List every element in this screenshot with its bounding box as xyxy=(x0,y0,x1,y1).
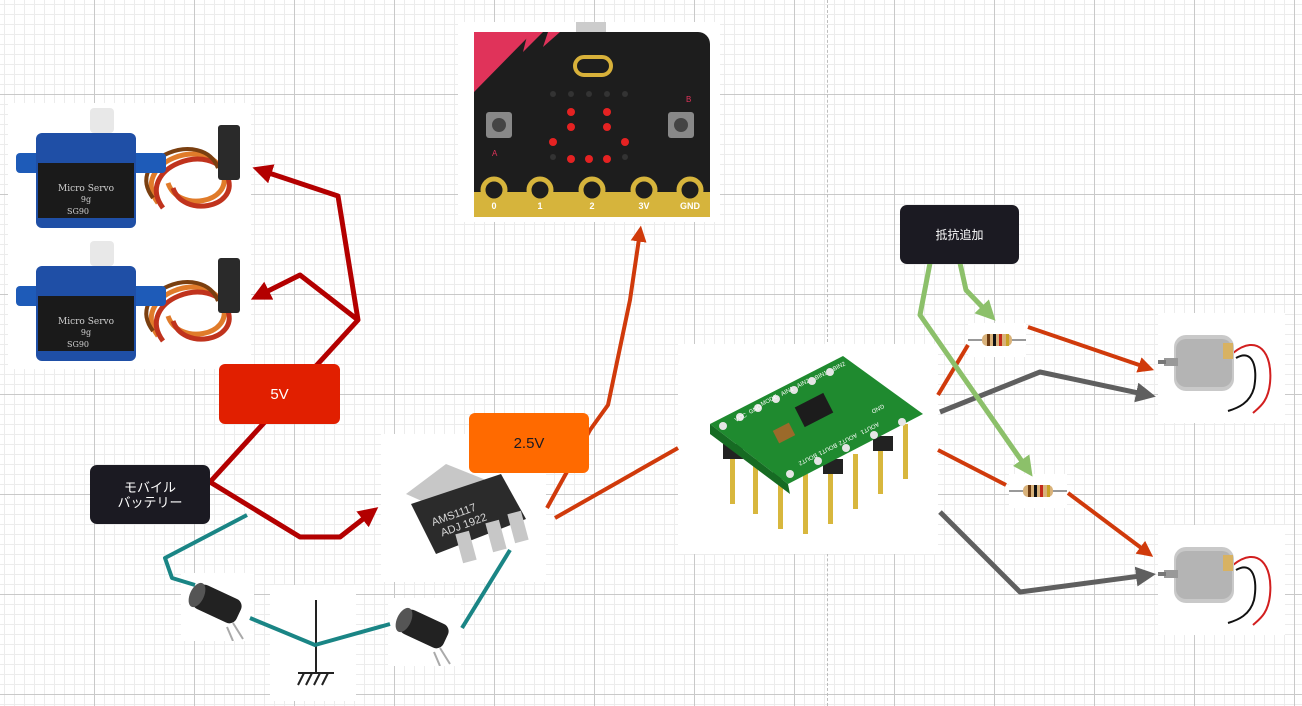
motor-driver-board[interactable]: VCC GND MODE AIN1 AIN2 BIN1 BIN2 GND AOU… xyxy=(678,344,938,554)
servo-2-image: Micro Servo 9g SG90 xyxy=(16,241,240,361)
label-resistor-note[interactable]: 抵抗追加 xyxy=(900,205,1019,264)
servo-motor-1[interactable]: Micro Servo 9g SG90 xyxy=(8,103,251,236)
label-5v[interactable]: 5V xyxy=(219,364,340,424)
dc-motor-2-image xyxy=(1158,547,1272,626)
voltage-regulator[interactable]: AMS1117 ADJ 1922 xyxy=(381,434,546,582)
wire-driver-motor-2 xyxy=(938,510,1156,595)
wire-power-servo-1 xyxy=(208,164,361,484)
dc-motor-1[interactable] xyxy=(1158,313,1285,423)
servo-motor-2[interactable]: Micro Servo 9g SG90 xyxy=(8,236,251,369)
wire-resistor-1-motor-1 xyxy=(1027,325,1155,373)
regulator-image: AMS1117 ADJ 1922 xyxy=(406,464,529,564)
wire-power-regulator xyxy=(208,479,379,540)
wire-ground-battery-capacitor xyxy=(163,513,248,587)
microbit-pin-1: 1 xyxy=(537,201,542,211)
label-mobile-battery-text: モバイル バッテリー xyxy=(117,479,183,510)
wire-driver-motor-1 xyxy=(939,369,1156,415)
servo-1-weight: 9g xyxy=(81,195,91,204)
wire-ground-capacitor-regulator xyxy=(460,548,512,630)
servo-2-weight: 9g xyxy=(81,328,91,337)
microbit-button-b-label: B xyxy=(686,95,691,104)
servo-1-image: Micro Servo 9g SG90 xyxy=(16,108,240,228)
driver-image: VCC GND MODE AIN1 AIN2 BIN1 BIN2 GND AOU… xyxy=(710,356,923,534)
wire-resistor-2-motor-2 xyxy=(1066,491,1154,557)
wire-power-servo-2 xyxy=(250,272,360,322)
capacitor-2-image xyxy=(395,607,451,667)
servo-1-model: SG90 xyxy=(67,207,89,216)
microbit-board[interactable]: A B 0 1 2 3V GND xyxy=(458,22,720,222)
wire-driver-resistor-1 xyxy=(936,343,970,397)
wire-driver-resistor-2 xyxy=(937,448,1007,487)
dc-motor-2[interactable] xyxy=(1158,525,1285,635)
resistor-1[interactable] xyxy=(968,323,1026,357)
resistor-2-image xyxy=(1009,485,1067,497)
driver-pin-bin2: BIN2 xyxy=(832,361,847,373)
microbit-pin-gnd: GND xyxy=(680,201,701,211)
driver-pin-gnd-left: GND xyxy=(748,404,763,416)
wire-regulator-driver xyxy=(554,446,679,520)
capacitor-1[interactable] xyxy=(181,573,254,642)
capacitor-2[interactable] xyxy=(388,598,461,667)
wire-ground-capacitor-ground xyxy=(249,616,391,647)
dc-motor-1-image xyxy=(1158,335,1272,414)
microbit-button-a-label: A xyxy=(492,149,498,158)
microbit-image: A B 0 1 2 3V GND xyxy=(474,22,710,217)
resistor-1-image xyxy=(968,334,1026,346)
driver-pin-ain2: AIN2 xyxy=(796,378,811,390)
ground-icon xyxy=(297,600,334,686)
label-resistor-note-text: 抵抗追加 xyxy=(935,228,984,242)
microbit-pin-0: 0 xyxy=(491,201,496,211)
resistor-2[interactable] xyxy=(1009,474,1067,508)
wire-note-resistor-1 xyxy=(957,262,996,321)
wire-note-resistor-2 xyxy=(917,262,1033,477)
label-2-5v-text: 2.5V xyxy=(513,434,545,452)
driver-pin-bin1: BIN1 xyxy=(814,370,829,382)
servo-2-model: SG90 xyxy=(67,340,89,349)
label-2-5v[interactable]: 2.5V xyxy=(469,413,589,473)
driver-pin-gnd-right: GND xyxy=(870,402,885,414)
servo-2-brand: Micro Servo xyxy=(58,317,114,327)
driver-pin-ain1: AIN1 xyxy=(780,386,795,398)
label-mobile-battery[interactable]: モバイル バッテリー xyxy=(90,465,210,524)
driver-pin-vcc: VCC xyxy=(734,412,749,423)
microbit-pin-2: 2 xyxy=(589,201,594,211)
microbit-pin-3v: 3V xyxy=(638,201,649,211)
label-5v-text: 5V xyxy=(270,385,289,403)
capacitor-1-image xyxy=(188,582,244,642)
servo-1-brand: Micro Servo xyxy=(58,184,114,194)
